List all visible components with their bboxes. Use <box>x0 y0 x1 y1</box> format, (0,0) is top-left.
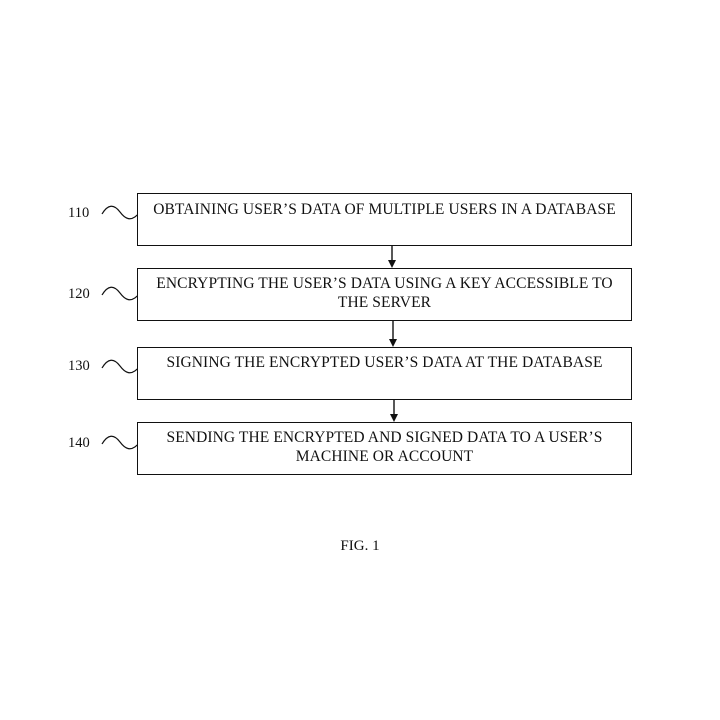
flow-arrow <box>390 400 398 422</box>
flowchart-step-box: ENCRYPTING THE USER’S DATA USING A KEY A… <box>137 268 632 321</box>
step-ref-label: 130 <box>68 358 90 374</box>
step-text: OBTAINING USER’S DATA OF MULTIPLE USERS … <box>153 201 616 218</box>
step-text: SIGNING THE ENCRYPTED USER’S DATA AT THE… <box>166 354 603 371</box>
step-ref-label: 110 <box>68 205 90 221</box>
figure-caption: FIG. 1 <box>340 538 380 554</box>
leader-line <box>101 359 141 374</box>
flowchart-step-box: SIGNING THE ENCRYPTED USER’S DATA AT THE… <box>137 347 632 400</box>
flowchart-step-box: OBTAINING USER’S DATA OF MULTIPLE USERS … <box>137 193 632 246</box>
leader-line <box>101 205 141 220</box>
step-text: ENCRYPTING THE USER’S DATA USING A KEY A… <box>156 275 613 311</box>
step-ref-label: 120 <box>68 286 90 302</box>
flow-arrow <box>388 246 396 268</box>
step-text: SENDING THE ENCRYPTED AND SIGNED DATA TO… <box>166 429 603 465</box>
leader-line <box>101 286 141 301</box>
step-ref-label: 140 <box>68 435 90 451</box>
leader-line <box>101 435 141 450</box>
flow-arrow <box>389 321 397 347</box>
flowchart-step-box: SENDING THE ENCRYPTED AND SIGNED DATA TO… <box>137 422 632 475</box>
